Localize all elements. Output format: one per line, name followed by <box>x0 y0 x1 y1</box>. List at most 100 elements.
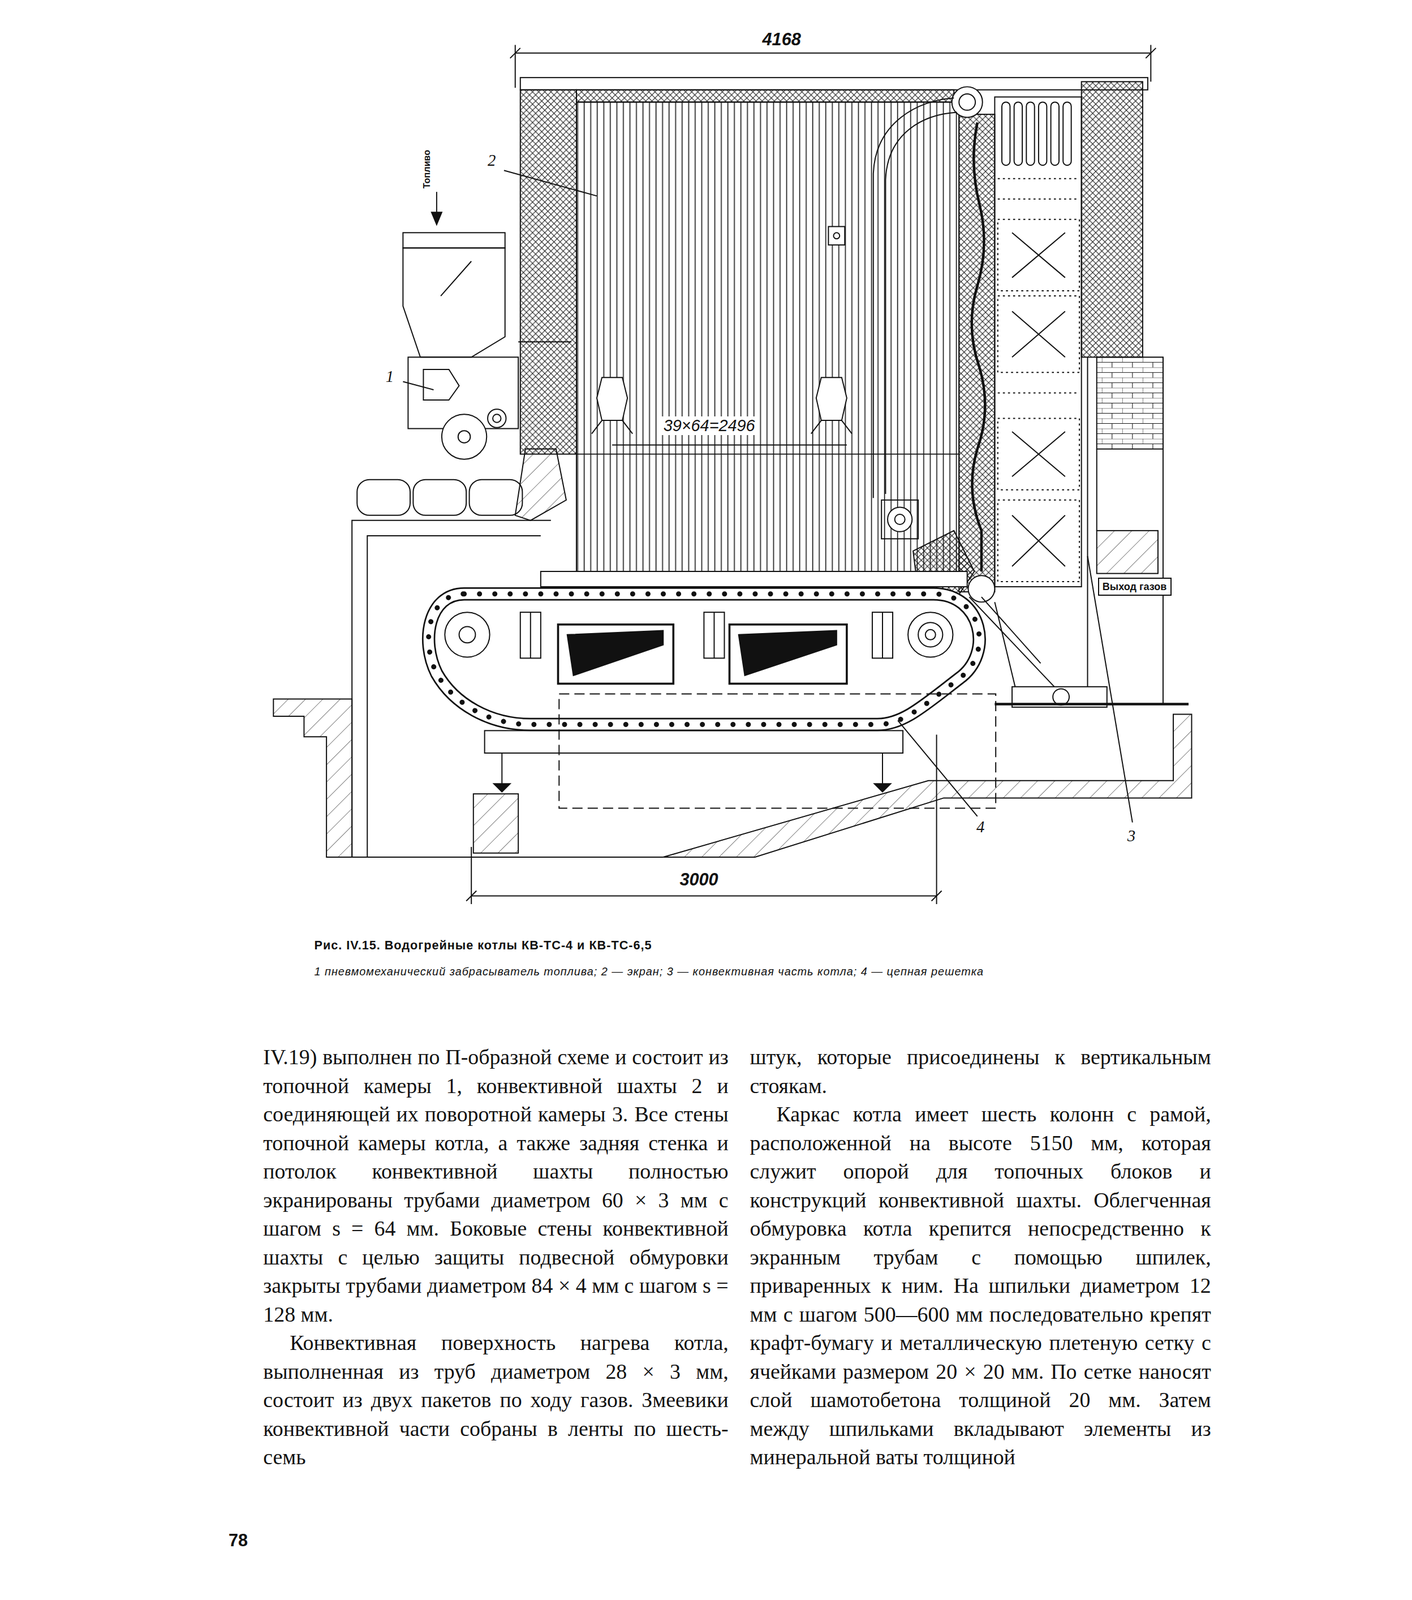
header-pipe <box>958 93 976 111</box>
text-column: IV.19) выполнен по П-образной схеме и со… <box>263 1042 729 1472</box>
furnace-screen <box>828 226 845 245</box>
chain-grate <box>459 626 476 643</box>
convective-shaft <box>997 198 1080 200</box>
furnace-screen <box>596 377 628 421</box>
callout-number: 1 <box>385 367 394 386</box>
leader-line <box>402 170 1132 822</box>
header-pipe <box>885 112 957 494</box>
dimension-line <box>1150 44 1152 82</box>
convective-shaft <box>997 178 1080 180</box>
boiler-casing <box>520 77 1148 90</box>
chain-grate <box>907 612 953 657</box>
outlet-box: Выход газов <box>1098 577 1172 596</box>
convective-shaft <box>997 295 1080 373</box>
rear-wall <box>1096 449 1098 531</box>
boiler-casing <box>520 89 577 455</box>
fuel-arrow-label: Топливо <box>421 149 433 189</box>
page-number: 78 <box>228 1530 248 1551</box>
convective-shaft <box>1014 101 1023 166</box>
chain-grate <box>557 624 674 684</box>
furnace-screen <box>833 232 840 239</box>
body-paragraph: Каркас котла имеет шесть колонн с рамой,… <box>750 1099 1212 1472</box>
callout-number: 4 <box>976 817 985 837</box>
header-pipe <box>873 86 996 602</box>
dimension-line <box>936 734 938 904</box>
chain-grate <box>729 624 847 684</box>
rear-wall <box>1096 530 1158 574</box>
grate-support <box>501 752 503 784</box>
partition-wall <box>958 114 995 592</box>
chain-grate <box>738 630 837 676</box>
chain-grate <box>428 571 980 725</box>
convective-shaft <box>997 392 1080 394</box>
chain-grate <box>520 612 541 658</box>
grate-support <box>881 752 884 784</box>
dimension-line <box>471 895 937 897</box>
leader-line <box>402 381 434 390</box>
rear-wall <box>1087 356 1089 704</box>
foundation <box>273 698 1192 858</box>
dimension-line <box>510 44 1157 88</box>
rear-wall <box>1096 356 1164 449</box>
chain-grate <box>918 622 943 647</box>
fuel-spreader <box>440 261 472 296</box>
figure-caption: Рис. IV.15. Водогрейные котлы КВ-ТС-4 и … <box>313 938 652 953</box>
node-text: Выход газов <box>1102 580 1168 593</box>
header-pipe <box>894 514 906 525</box>
front-support <box>351 449 567 858</box>
convective-shaft <box>1026 101 1035 166</box>
dimension-line <box>510 48 521 59</box>
leader-line <box>504 170 597 196</box>
chain-grate <box>530 612 532 658</box>
boiler-drawing <box>273 44 1192 904</box>
header-pipe <box>967 575 995 602</box>
furnace-screen <box>816 377 847 421</box>
front-support <box>469 479 523 516</box>
ash-damper <box>981 596 1041 664</box>
header-pipe <box>887 506 912 532</box>
ash-damper <box>1052 688 1070 705</box>
fuel-spreader <box>492 414 501 423</box>
chain-grate <box>567 630 664 676</box>
callout-number: 3 <box>1127 826 1136 846</box>
text-column: штук, которые присоединены к вертикальны… <box>750 1042 1212 1472</box>
leader-line <box>1087 556 1132 823</box>
convective-shaft <box>1012 431 1066 477</box>
convective-shaft <box>1062 101 1071 166</box>
fuel-spreader <box>402 232 505 248</box>
rear-wall <box>1081 81 1164 704</box>
convective-shaft <box>1051 101 1059 166</box>
ash-damper <box>969 596 1189 708</box>
chain-grate <box>872 612 893 658</box>
dimension-label: 3000 <box>677 869 721 890</box>
fuel-spreader <box>402 191 572 460</box>
fuel-spreader <box>423 369 459 400</box>
rear-wall <box>1081 81 1143 357</box>
chain-grate <box>428 593 980 725</box>
grate-support <box>473 693 996 853</box>
grate-support <box>473 793 519 854</box>
dimension-label: 4168 <box>760 29 804 50</box>
ash-damper <box>994 601 1015 687</box>
dimension-line <box>1145 48 1156 59</box>
convective-shaft <box>994 96 1082 587</box>
grate-support <box>874 783 891 792</box>
fuel-spreader <box>402 247 505 357</box>
grate-support <box>484 730 903 753</box>
convective-shaft <box>997 500 1080 582</box>
convective-shaft <box>997 219 1080 291</box>
foundation <box>326 856 664 858</box>
ash-damper <box>994 702 1189 706</box>
chain-grate <box>881 612 884 658</box>
dimension-line <box>514 44 516 88</box>
body-paragraph: штук, которые присоединены к вертикальны… <box>750 1042 1212 1100</box>
fuel-spreader <box>441 414 487 459</box>
convective-shaft <box>994 96 1082 587</box>
convective-shaft <box>1038 101 1047 166</box>
foundation <box>663 714 1192 858</box>
chain-grate <box>428 593 980 725</box>
furnace-screen <box>576 101 959 572</box>
front-support <box>515 449 567 521</box>
convective-shaft <box>1001 101 1010 166</box>
